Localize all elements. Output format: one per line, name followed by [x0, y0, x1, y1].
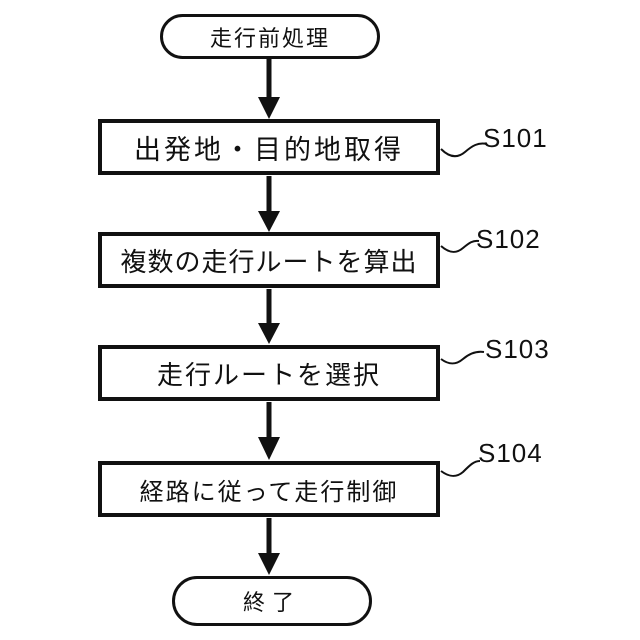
arrowhead-icon [258, 323, 280, 344]
end-node: 終了 [172, 576, 372, 626]
arrowhead-icon [258, 553, 280, 575]
process-label: 複数の走行ルートを算出 [120, 246, 418, 277]
leader-s104 [440, 460, 481, 477]
step-id-label-s104: S104 [478, 438, 543, 468]
step-id-label-s103: S103 [485, 334, 550, 364]
process-label: 経路に従って走行制御 [139, 478, 399, 506]
process-box-s101: 出発地・目的地取得 [98, 119, 440, 175]
arrowhead-icon [258, 211, 280, 232]
process-label: 出発地・目的地取得 [134, 134, 404, 165]
process-label: 走行ルートを選択 [156, 359, 381, 390]
start-node: 走行前処理 [160, 14, 380, 59]
process-box-s103: 走行ルートを選択 [98, 345, 440, 401]
leader-s102 [440, 239, 480, 253]
process-box-s104: 経路に従って走行制御 [98, 461, 440, 517]
leader-s101 [440, 142, 488, 158]
process-box-s102: 複数の走行ルートを算出 [98, 232, 440, 288]
start-node-label: 走行前処理 [209, 25, 330, 51]
leader-s103 [440, 350, 485, 365]
arrowhead-icon [258, 97, 280, 119]
leader-lines [440, 142, 488, 477]
end-node-label: 終了 [242, 590, 301, 615]
arrowhead-icon [258, 437, 280, 460]
step-id-label-s102: S102 [476, 224, 541, 254]
step-id-label-s101: S101 [483, 123, 548, 153]
